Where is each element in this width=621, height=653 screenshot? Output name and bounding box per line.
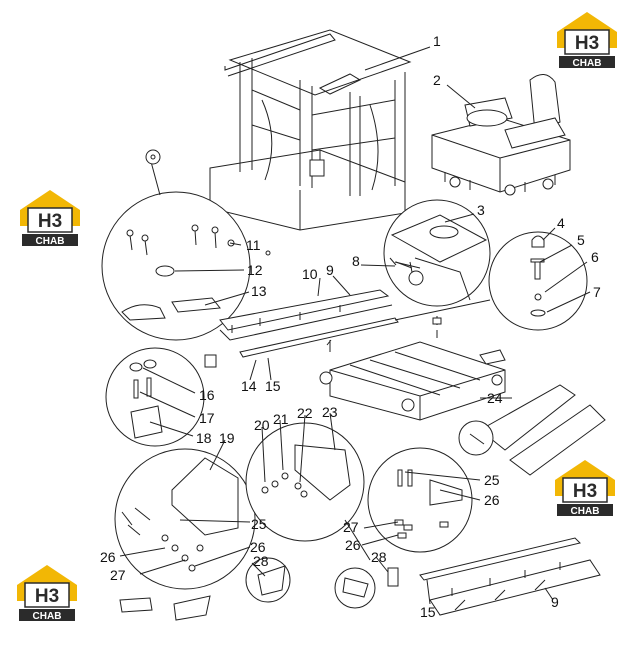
callout-16: 16 [199, 387, 215, 403]
small-parts-28 [119, 557, 399, 621]
svg-text:H3: H3 [573, 481, 597, 502]
brand-logo-left: H3 CHAB [18, 188, 82, 248]
cab-frame [209, 29, 412, 231]
pin-parts [395, 261, 442, 338]
callout-4: 4 [557, 215, 565, 231]
svg-text:H3: H3 [38, 211, 62, 232]
brand-logo-bottom-left: H3 CHAB [15, 563, 79, 623]
callout-3: 3 [477, 202, 485, 218]
callout-5: 5 [577, 232, 585, 248]
callout-26c: 26 [250, 539, 266, 555]
callout-24: 24 [487, 390, 503, 406]
callout-26d: 26 [345, 537, 361, 553]
callout-9b: 9 [551, 594, 559, 610]
callout-15a: 15 [265, 378, 281, 394]
svg-text:CHAB: CHAB [573, 58, 602, 69]
callout-28a: 28 [253, 553, 269, 569]
callout-17: 17 [199, 410, 215, 426]
fasteners-detail [121, 224, 271, 321]
callout-19: 19 [219, 430, 235, 446]
track-assembly [458, 384, 606, 476]
callout-8: 8 [352, 253, 360, 269]
plate-detail [261, 444, 351, 501]
svg-text:H3: H3 [575, 33, 599, 54]
seat-assembly [431, 74, 571, 196]
callout-26a: 26 [484, 492, 500, 508]
callout-14: 14 [241, 378, 257, 394]
rail-assembly-lower [419, 537, 601, 616]
svg-text:H3: H3 [35, 586, 59, 607]
leader-lines [119, 46, 591, 605]
detail-circle-fasteners [101, 191, 251, 341]
bracket-detail [121, 457, 239, 572]
bolts-detail [394, 469, 463, 539]
callout-28b: 28 [371, 549, 387, 565]
callout-27b: 27 [110, 567, 126, 583]
svg-text:CHAB: CHAB [571, 506, 600, 517]
callout-1: 1 [433, 33, 441, 49]
detail-circle-bumpers [105, 347, 205, 447]
svg-text:CHAB: CHAB [36, 236, 65, 247]
brand-logo-top-right: H3 CHAB [555, 10, 619, 70]
callout-23: 23 [322, 404, 338, 420]
callout-15b: 15 [420, 604, 436, 620]
callout-13: 13 [251, 283, 267, 299]
rail-assembly-upper [219, 289, 399, 358]
mount-detail [390, 214, 488, 301]
callout-22: 22 [297, 405, 313, 421]
svg-text:CHAB: CHAB [33, 611, 62, 622]
callout-26b: 26 [100, 549, 116, 565]
callout-21: 21 [273, 411, 289, 427]
callout-9a: 9 [326, 262, 334, 278]
callout-10: 10 [302, 266, 318, 282]
detail-circle-hardware [488, 231, 588, 331]
callout-12: 12 [247, 262, 263, 278]
grommet-icon [145, 149, 161, 165]
brand-logo-right: H3 CHAB [553, 458, 617, 518]
callout-18: 18 [196, 430, 212, 446]
callout-11: 11 [246, 237, 261, 253]
callout-20: 20 [254, 417, 270, 433]
callout-labels: 1 2 3 4 5 6 7 8 9 10 11 12 13 14 15 16 1… [100, 33, 601, 620]
callout-27a: 27 [343, 519, 359, 535]
callout-2: 2 [433, 72, 441, 88]
callout-7: 7 [593, 284, 601, 300]
callout-6: 6 [591, 249, 599, 265]
callout-25b: 25 [251, 516, 267, 532]
floor-plate [319, 339, 506, 421]
callout-25a: 25 [484, 472, 500, 488]
bumpers-detail [129, 354, 217, 439]
